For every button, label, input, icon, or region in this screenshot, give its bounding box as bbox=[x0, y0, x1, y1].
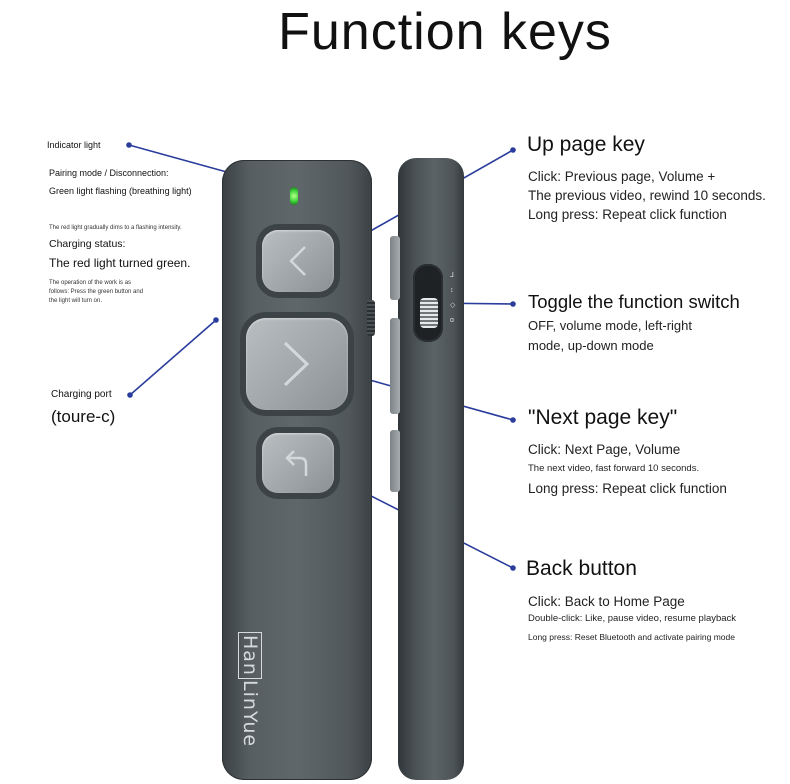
operation-note-3: the light will turn on. bbox=[49, 298, 103, 304]
pairing-title: Pairing mode / Disconnection: bbox=[49, 168, 169, 178]
back-button-line2: Double-click: Like, pause video, resume … bbox=[528, 613, 737, 624]
charging-port-type: (toure-c) bbox=[51, 407, 116, 426]
back-button-line1: Click: Back to Home Page bbox=[528, 594, 685, 609]
toggle-line1: OFF, volume mode, left-right bbox=[528, 318, 692, 333]
function-switch-knob[interactable] bbox=[420, 298, 438, 328]
connector-charging-port bbox=[129, 319, 217, 396]
dim-note: The red light gradually dims to a flashi… bbox=[49, 225, 182, 231]
back-button[interactable] bbox=[262, 433, 334, 493]
back-button-heading: Back button bbox=[526, 557, 637, 580]
remote-side-body bbox=[398, 158, 464, 780]
next-key-line1: Click: Next Page, Volume bbox=[528, 442, 681, 457]
back-button-line3: Long press: Reset Bluetooth and activate… bbox=[528, 632, 735, 642]
indicator-led bbox=[290, 187, 298, 205]
up-key-line3: Long press: Repeat click function bbox=[528, 207, 727, 222]
toggle-line2: mode, up-down mode bbox=[528, 338, 654, 353]
up-key-heading: Up page key bbox=[527, 133, 645, 156]
brand-rest: LinYue bbox=[239, 679, 261, 748]
charging-port-label: Charging port bbox=[51, 389, 112, 400]
charging-status-desc: The red light turned green. bbox=[49, 256, 191, 270]
next-key-line3: Long press: Repeat click function bbox=[528, 481, 727, 496]
side-button-next bbox=[390, 318, 400, 414]
brand-boxed: Han bbox=[238, 632, 262, 679]
operation-note-1: The operation of the work is as bbox=[49, 280, 132, 286]
front-switch-edge bbox=[367, 300, 375, 336]
charging-status-title: Charging status: bbox=[49, 238, 126, 250]
side-button-back bbox=[390, 430, 400, 492]
next-key-heading: "Next page key" bbox=[528, 406, 678, 429]
pairing-desc: Green light flashing (breathing light) bbox=[49, 186, 192, 196]
back-arrow-icon bbox=[285, 450, 308, 476]
brand-logo: HanLinYue bbox=[238, 632, 262, 747]
next-page-key[interactable] bbox=[246, 318, 348, 410]
up-key-line2: The previous video, rewind 10 seconds. bbox=[528, 188, 766, 203]
next-key-line2: The next video, fast forward 10 seconds. bbox=[528, 463, 700, 474]
switch-markings: ⅃ ↕ ◇ ɑ bbox=[450, 272, 456, 324]
indicator-light-label: Indicator light bbox=[47, 140, 101, 150]
chevron-right-icon bbox=[283, 341, 310, 387]
up-key-line1: Click: Previous page, Volume + bbox=[528, 169, 716, 184]
operation-note-2: follows: Press the green button and bbox=[49, 289, 144, 295]
up-page-key[interactable] bbox=[262, 230, 334, 292]
page-title: Function keys bbox=[278, 3, 612, 61]
chevron-left-icon bbox=[289, 246, 306, 276]
side-button-up bbox=[390, 236, 400, 300]
toggle-heading: Toggle the function switch bbox=[528, 291, 740, 312]
